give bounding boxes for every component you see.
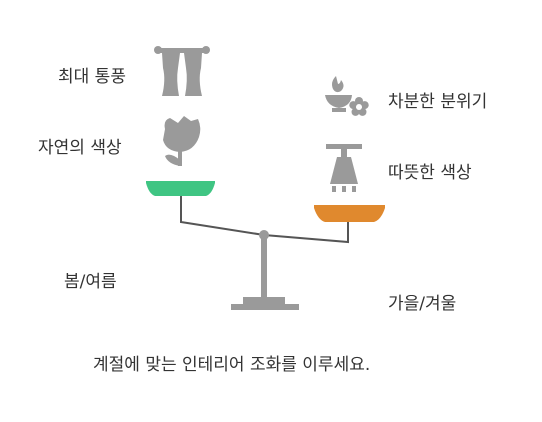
left-pan	[146, 181, 215, 196]
scale-base-bottom	[231, 304, 299, 310]
tulip-icon	[163, 116, 201, 166]
candle-flower-icon	[325, 76, 369, 116]
right-pan	[314, 205, 385, 222]
curtain-icon	[154, 46, 210, 96]
footer-caption: 계절에 맞는 인테리어 조화를 이루세요.	[93, 355, 371, 375]
label-fall-winter: 가을/겨울	[388, 294, 457, 314]
label-natural-colors: 자연의 색상	[38, 138, 122, 158]
label-spring-summer: 봄/여름	[64, 272, 117, 292]
scale-post	[261, 236, 267, 298]
label-warm-colors: 따뜻한 색상	[388, 163, 472, 183]
scale-pivot	[259, 230, 269, 240]
pendant-lamp-icon	[326, 144, 362, 192]
label-max-ventilation: 최대 통풍	[58, 67, 126, 87]
scale-base-top	[243, 297, 285, 304]
label-calm-mood: 차분한 분위기	[388, 92, 488, 112]
